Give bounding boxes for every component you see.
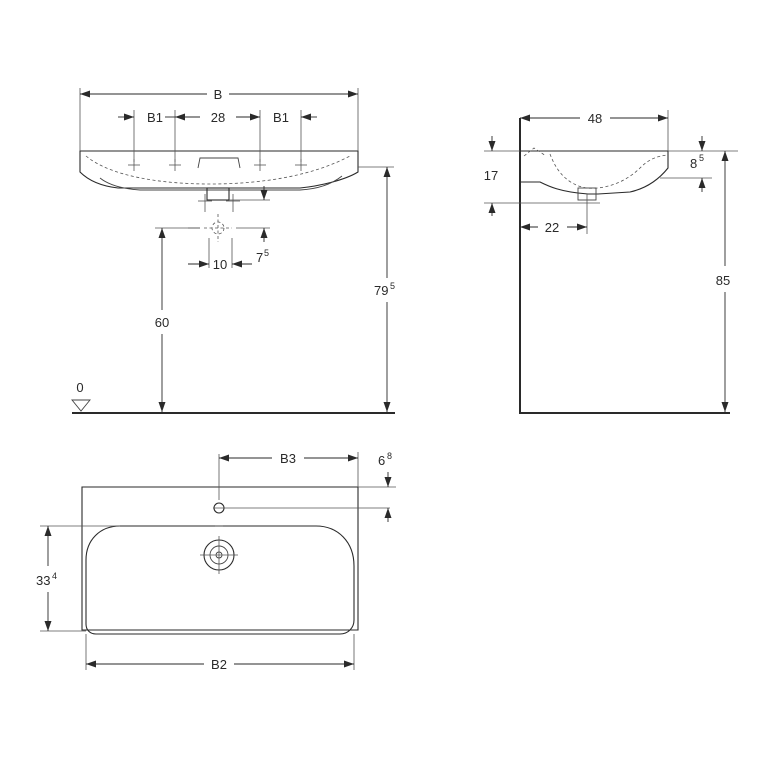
- dim-b1-left-label: B1: [147, 110, 163, 125]
- dim-drain-offset-label: 10: [213, 257, 227, 272]
- front-bowl-hidden: [85, 155, 351, 185]
- dim-drain-height-label: 60: [155, 315, 169, 330]
- dim-top-tap-depth-sup: 8: [387, 451, 392, 461]
- front-view: B B1 28 B1: [71, 87, 395, 414]
- dim-side-rim-label: 8: [690, 156, 697, 171]
- dim-side-rim-sup: 5: [699, 153, 704, 163]
- top-basin-outline: [81, 486, 359, 631]
- dim-top-tap-offset-label: B3: [280, 451, 296, 466]
- front-basin-lower-edge: [99, 175, 343, 191]
- dim-top-bowl-depth-label: 33: [36, 573, 50, 588]
- front-overflow: [197, 157, 241, 169]
- dim-b1-right-label: B1: [273, 110, 289, 125]
- front-basin-outline: [79, 150, 359, 189]
- side-basin-outline: [520, 150, 669, 195]
- dim-drain-depth-label: 7: [256, 250, 263, 265]
- dim-top-tap-depth-label: 6: [378, 453, 385, 468]
- side-bowl-hidden: [549, 153, 669, 189]
- dim-top-bowl-depth-sup: 4: [52, 571, 57, 581]
- dim-side-thickness-label: 17: [484, 168, 498, 183]
- dim-drain-depth-sup: 5: [264, 248, 269, 258]
- side-view: 48 17 8 5 22 85: [484, 110, 738, 414]
- dim-top-bowl-width-label: B2: [211, 657, 227, 672]
- dim-side-height-label: 85: [716, 273, 730, 288]
- dim-side-depth-label: 48: [588, 111, 602, 126]
- top-view: B3 6 8 33 4 B2: [36, 451, 396, 672]
- top-bowl-outline: [85, 525, 355, 635]
- front-drain-stub: [206, 187, 230, 201]
- floor-level-label: 0: [76, 380, 83, 395]
- dim-side-drain-offset-label: 22: [545, 220, 559, 235]
- front-drain-position-marks: [198, 194, 240, 242]
- top-drain: [200, 536, 238, 574]
- floor-level-symbol: [71, 399, 91, 412]
- dim-width-label: B: [214, 87, 223, 102]
- dim-rim-height-sup: 5: [390, 281, 395, 291]
- dim-tap-spacing-label: 28: [211, 110, 225, 125]
- front-tap-hole-marks: [128, 159, 307, 171]
- dim-rim-height-label: 79: [374, 283, 388, 298]
